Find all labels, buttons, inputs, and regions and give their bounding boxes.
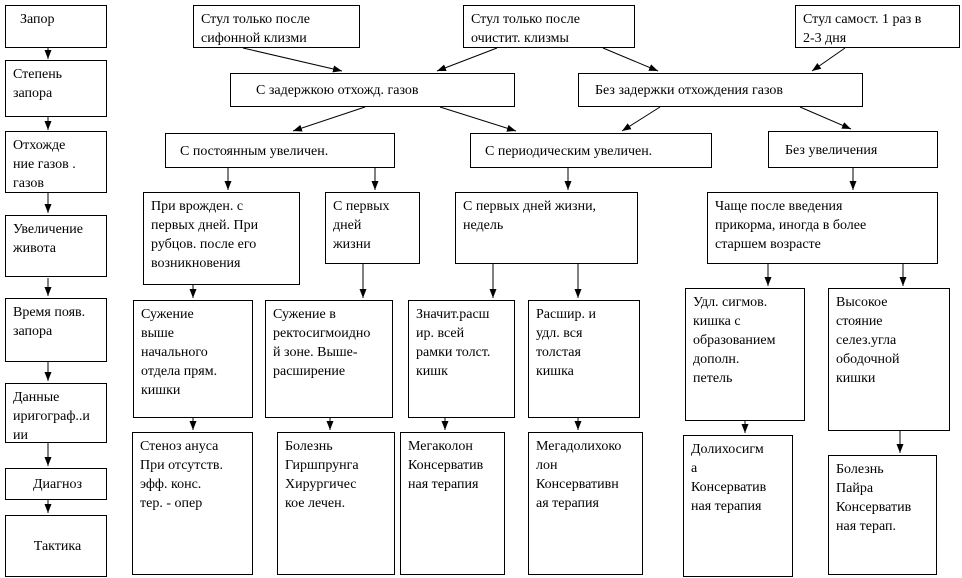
node-suzhenie-rektosigmoidnoy: Сужение в ректосигмоидно й зоне. Выше- р…	[265, 300, 393, 418]
node-chashche-posle-prikorma: Чаще после введения прикорма, иногда в б…	[707, 192, 938, 264]
node-vysokoe-stoyanie-ugla: Высокое стояние селез.угла ободочной киш…	[828, 288, 950, 431]
connector	[799, 106, 852, 130]
node-diagnoz: Диагноз	[5, 468, 107, 500]
node-s-periodicheskim-uvelicheniem: С периодическим увеличен.	[470, 133, 712, 168]
node-vremya-poyav-zapora: Время появ. запора	[5, 298, 107, 362]
node-stenoz-anusa: Стеноз ануса При отсутств. эфф. конс. те…	[132, 432, 253, 575]
node-bolezn-girshprunga: Болезнь Гиршпрунга Хирургичес кое лечен.	[277, 432, 395, 575]
node-dannye-irigografii: Данные иригограф..и ии	[5, 383, 107, 443]
connector	[242, 47, 343, 73]
node-taktika: Тактика	[5, 515, 107, 577]
node-bez-zaderzhki-gazov: Без задержки отхождения газов	[578, 73, 863, 107]
node-stul-posle-ochistit-klizmy: Стул только после очистит. клизмы	[463, 5, 635, 48]
node-megadolikhokolon: Мегадолихоко лон Консервативн ая терапия	[528, 432, 643, 575]
connector	[811, 47, 846, 72]
node-udlinenie-sigmovidnoy: Удл. сигмов. кишка с образованием дополн…	[685, 288, 805, 421]
node-s-postoyannym-uvelicheniem: С постоянным увеличен.	[165, 133, 395, 168]
node-bolezn-payra: Болезнь Пайра Консерватив ная терап.	[828, 455, 937, 575]
node-s-pervykh-dney-nedel: С первых дней жизни, недель	[455, 192, 638, 264]
node-suzhenie-vyshe-otdela: Сужение выше начального отдела прям. киш…	[133, 300, 253, 418]
node-s-zaderzhkoy-gazov: С задержкою отхожд. газов	[230, 73, 515, 107]
node-otkhozhdenie-gazov: Отхожде ние газов . газов	[5, 131, 107, 193]
node-s-pervykh-dney-zhizni: С первых дней жизни	[325, 192, 420, 264]
node-uvelichenie-zhivota: Увеличение живота	[5, 215, 107, 277]
node-stul-samost-2-3-dnya: Стул самост. 1 раз в 2-3 дня	[795, 5, 960, 48]
connector	[621, 106, 661, 132]
node-bez-uvelicheniya: Без увеличения	[768, 131, 938, 168]
node-pri-vrozhdennom: При врожден. с первых дней. При рубцов. …	[143, 192, 300, 285]
node-rasshirenie-udlinenie-kishki: Расшир. и удл. вся толстая кишка	[528, 300, 640, 418]
connector	[292, 106, 366, 132]
node-dolikhosigma: Долихосигм а Консерватив ная терапия	[683, 435, 793, 577]
connector	[436, 47, 498, 72]
node-znachit-rasshirenie-ramki: Значит.расш ир. всей рамки толст. кишк	[408, 300, 515, 418]
node-stepen-zapora: Степень запора	[5, 60, 107, 117]
node-stul-posle-sifonnoy-klizmy: Стул только после сифонной клизми	[193, 5, 360, 48]
connector	[602, 47, 659, 72]
node-megakolon: Мегаколон Консерватив ная терапия	[400, 432, 505, 575]
node-zapor: Запор	[5, 5, 107, 48]
connector	[439, 106, 517, 132]
